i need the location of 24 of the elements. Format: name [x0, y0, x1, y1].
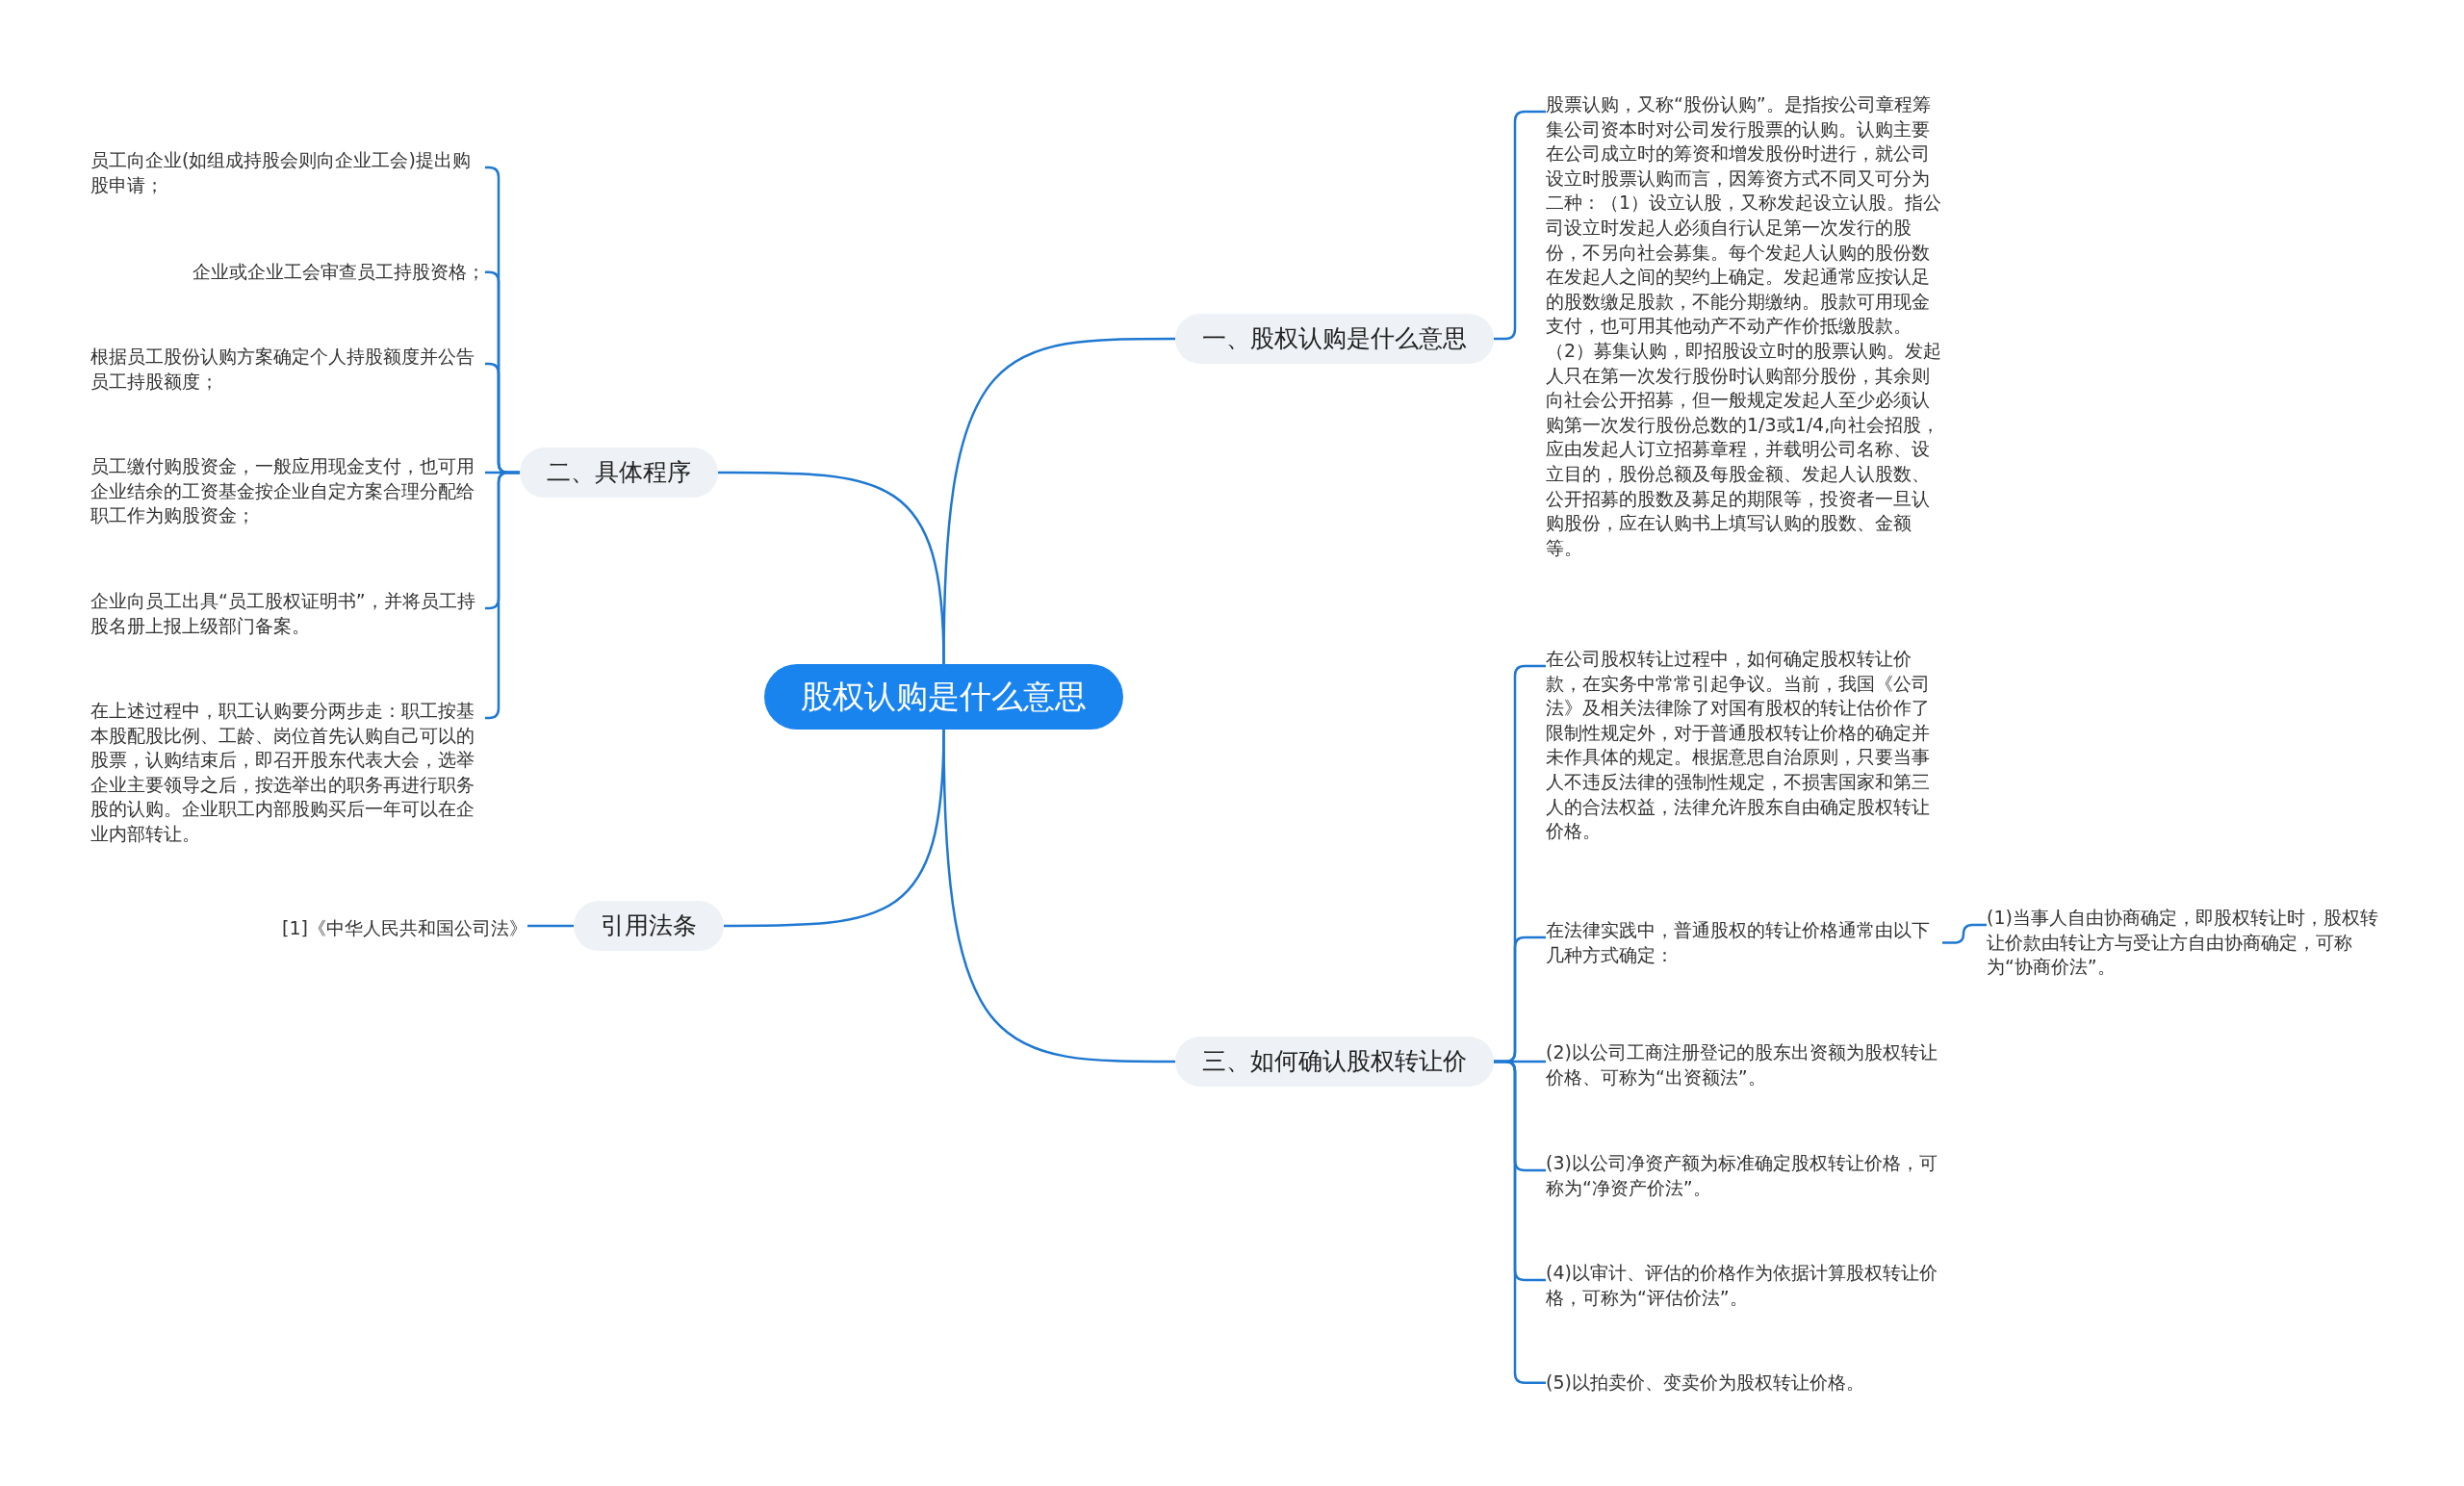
central-topic: 股权认购是什么意思 [764, 664, 1123, 730]
branch-topic: 三、如何确认股权转让价 [1175, 1037, 1494, 1087]
topic-text: 根据员工股份认购方案确定个人持股额度并公告员工持股额度； [90, 345, 485, 395]
connector-line [1942, 923, 1987, 944]
topic-text: 企业向员工出具“员工股权证明书”，并将员工持股名册上报上级部门备案。 [90, 589, 485, 639]
topic-text: (4)以审计、评估的价格作为依据计算股权转让价格，可称为“评估价法”。 [1546, 1261, 1942, 1311]
topic-text: [1]《中华人民共和国公司法》 [282, 916, 527, 941]
topic-text: 企业或企业工会审查员工持股资格； [192, 260, 485, 285]
topic-text: (5)以拍卖价、变卖价为股权转让价格。 [1546, 1371, 1864, 1396]
topic-text: 在上述过程中，职工认购要分两步走：职工按基本股配股比例、工龄、岗位首先认购自己可以的股票，认购结束后，即召开股东代表大会，选举企业主要领导之后，按选举出的职务再进行职务股的认购。企业职工内部股购买后一年可以在企业内部转让。 [90, 699, 485, 847]
topic-text: (1)当事人自由协商确定，即股权转让时，股权转让价款由转让方与受让方自由协商确定，可称为“协商价法”。 [1987, 906, 2381, 980]
branch-topic: 二、具体程序 [520, 448, 718, 498]
topic-text: 员工缴付购股资金，一般应用现金支付，也可用企业结余的工资基金按企业自定方案合理分配给职工作为购股资金； [90, 454, 485, 528]
topic-text: 在法律实践中，普通股权的转让价格通常由以下几种方式确定： [1546, 918, 1942, 968]
connector-line [527, 924, 574, 928]
branch-topic: 引用法条 [574, 901, 724, 951]
topic-text: 在公司股权转让过程中，如何确定股权转让价款，在实务中常常引起争议。当前，我国《公司法》及相关法律除了对国有股权的转让估价作了限制性规定外，对于普通股权转让价格的确定并未作具体的规定。根据意思自治原则，只要当事人不违反法律的强制性规定，不损害国家和第三人的合法权益，法律允许股东自由确定股权转让价格。 [1546, 647, 1942, 844]
connector-line [718, 471, 945, 665]
topic-text: 员工向企业(如组成持股会则向企业工会)提出购股申请； [90, 148, 485, 198]
topic-text: 股票认购，又称“股份认购”。是指按公司章程筹集公司资本时对公司发行股票的认购。认购主要在公司成立时的筹资和增发股份时进行，就公司设立时股票认购而言，因筹资方式不同又可分为二种：（1）设立认股，又称发起设立认股。指公司设立时发起人必须自行认足第一次发行的股份，不另向社会募集。每个发起人认购的股份数在发起人之间的契约上确定。发起通常应按认足的股数缴足股款，不能分期缴纳。股款可用现金支付，也可用其他动产不动产作价抵缴股款。（2）募集认购，即招股设立时的股票认购。发起人只在第一次发行股份时认购部分股份，其余则向社会公开招募，但一般规定发起人至少必须认购第一次发行股份总数的1/3或1/4,向社会招股，应由发起人订立招募章程，并载明公司名称、设立目的，股份总额及每股金额、发起人认股数、公开招募的股数及募足的期限等，投资者一旦认购股份，应在认购书上填写认购的股数、金额等。 [1546, 92, 1942, 561]
topic-text: (2)以公司工商注册登记的股东出资额为股权转让价格、可称为“出资额法”。 [1546, 1040, 1942, 1090]
topic-text: (3)以公司净资产额为标准确定股权转让价格，可称为“净资产价法”。 [1546, 1151, 1942, 1201]
branch-topic: 一、股权认购是什么意思 [1175, 314, 1494, 364]
connector-line [942, 729, 1175, 1063]
